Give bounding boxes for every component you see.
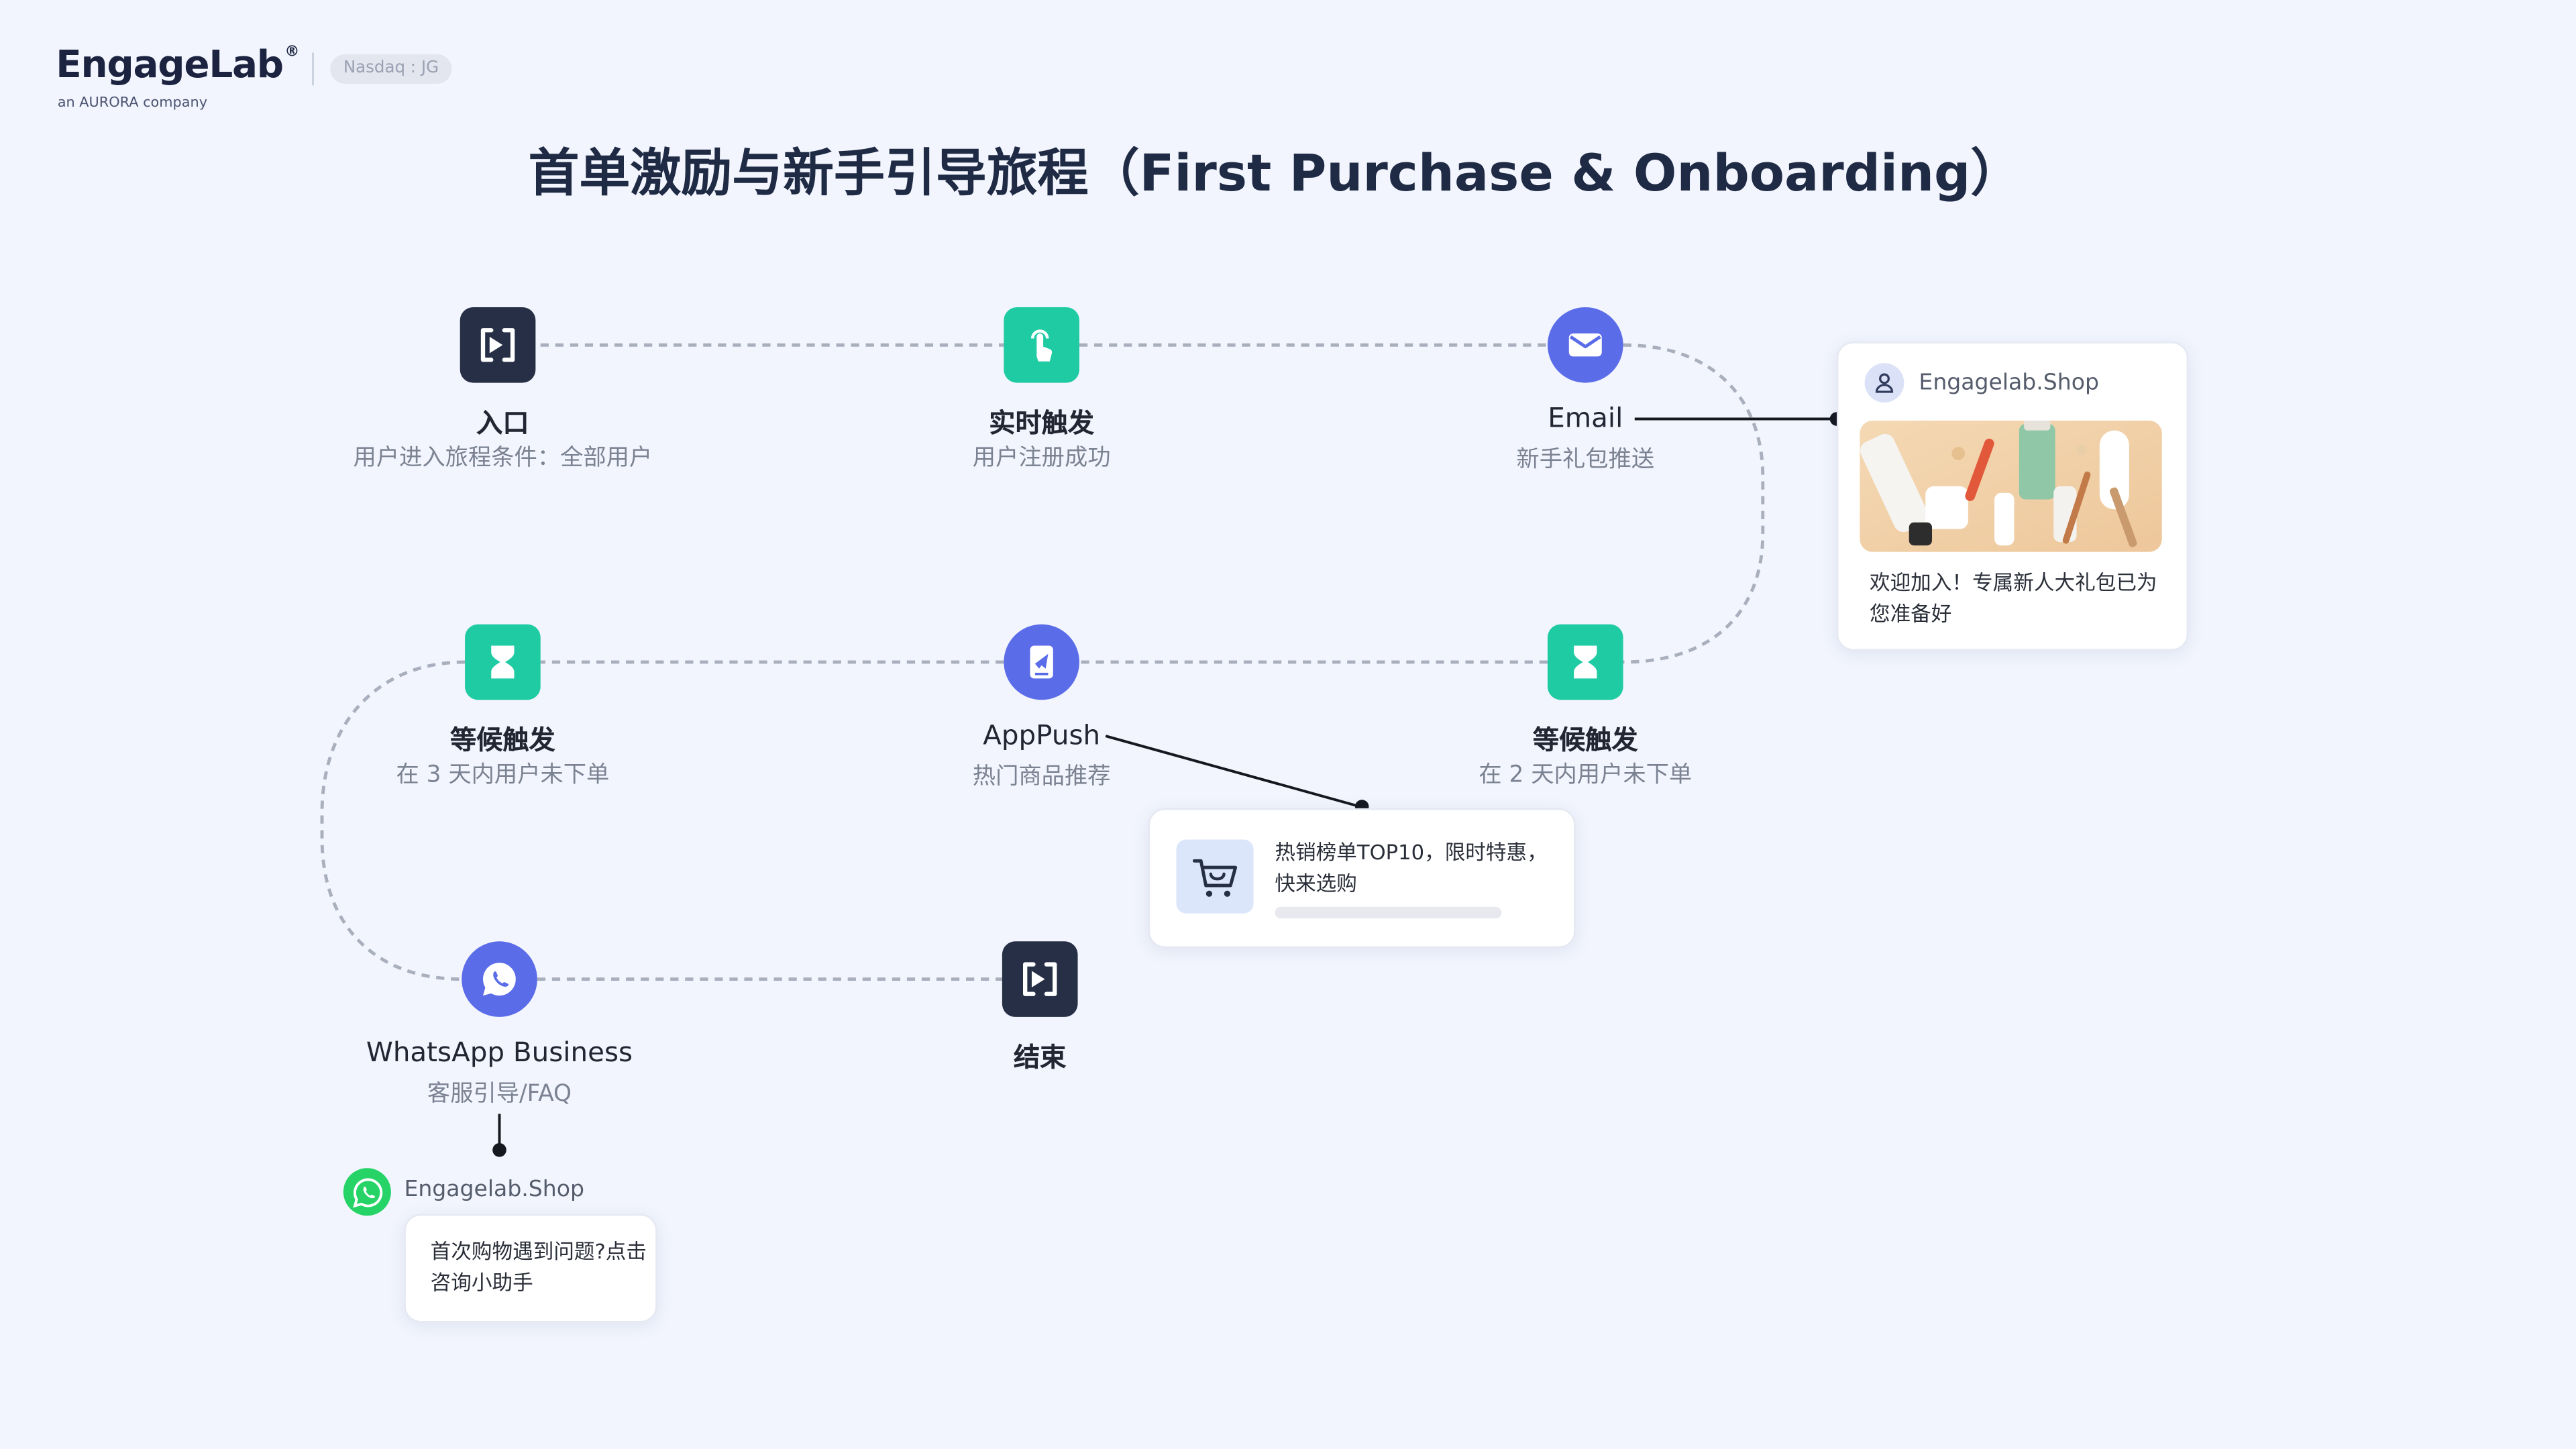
whatsapp-preview-card <box>404 1214 657 1323</box>
node-label-wait2: 等候触发 <box>1532 724 1638 756</box>
entry-icon[interactable] <box>460 307 536 383</box>
push-placeholder-bar <box>1275 906 1502 918</box>
node-label-entry: 入口 <box>476 407 529 439</box>
node-label-whatsapp: WhatsApp Business <box>366 1036 633 1068</box>
user-avatar-icon <box>1864 363 1904 403</box>
node-sub-apppush: 热门商品推荐 <box>972 763 1111 790</box>
node-label-trigger: 实时触发 <box>989 407 1095 439</box>
whatsapp-icon[interactable] <box>462 941 537 1017</box>
whatsapp-message: 首次购物遇到问题?点击咨询小助手 <box>430 1238 647 1295</box>
node-sub-entry: 用户进入旅程条件：全部用户 <box>353 445 653 472</box>
whatsapp-logo-icon <box>343 1168 391 1216</box>
connector-wait3-whatsapp <box>320 660 466 981</box>
cosmetics-product-image <box>1860 420 2162 552</box>
email-icon[interactable] <box>1547 307 1623 383</box>
logo-wordmark: EngageLab <box>56 44 284 87</box>
pointer-dot-whatsapp <box>492 1143 506 1157</box>
page-title: 首单激励与新手引导旅程（First Purchase & Onboarding） <box>528 144 2022 204</box>
connector-email-wait2 <box>1623 343 1765 664</box>
whatsapp-sender-name: Engagelab.Shop <box>404 1176 585 1203</box>
hourglass-icon[interactable] <box>1547 624 1623 700</box>
node-label-email: Email <box>1548 402 1623 434</box>
logo-divider <box>312 52 314 86</box>
email-message: 欢迎加入！专属新人大礼包已为您准备好 <box>1869 570 2157 627</box>
node-sub-whatsapp: 客服引导/FAQ <box>427 1081 572 1108</box>
node-label-end: 结束 <box>1013 1041 1067 1073</box>
pointer-push-card <box>1105 735 1361 808</box>
nasdaq-badge: Nasdaq : JG <box>330 54 452 84</box>
push-message: 热销榜单TOP10，限时特惠，快来选购 <box>1275 839 1548 896</box>
node-label-apppush: AppPush <box>983 719 1101 751</box>
shopping-cart-icon <box>1176 839 1254 914</box>
apppush-icon[interactable] <box>1004 624 1079 700</box>
registered-mark: ® <box>284 44 299 61</box>
node-sub-email: 新手礼包推送 <box>1516 447 1655 474</box>
touch-icon[interactable] <box>1004 307 1079 383</box>
end-icon[interactable] <box>1002 941 1078 1017</box>
engagelab-logo: EngageLab® <box>56 44 299 87</box>
email-sender-name: Engagelab.Shop <box>1919 370 2099 396</box>
logo-tagline: an AURORA company <box>57 95 208 112</box>
hourglass-icon[interactable] <box>465 624 541 700</box>
node-sub-wait3: 在 3 天内用户未下单 <box>396 762 610 789</box>
node-sub-wait2: 在 2 天内用户未下单 <box>1479 762 1693 789</box>
node-label-wait3: 等候触发 <box>449 724 555 756</box>
node-sub-trigger: 用户注册成功 <box>972 445 1111 472</box>
